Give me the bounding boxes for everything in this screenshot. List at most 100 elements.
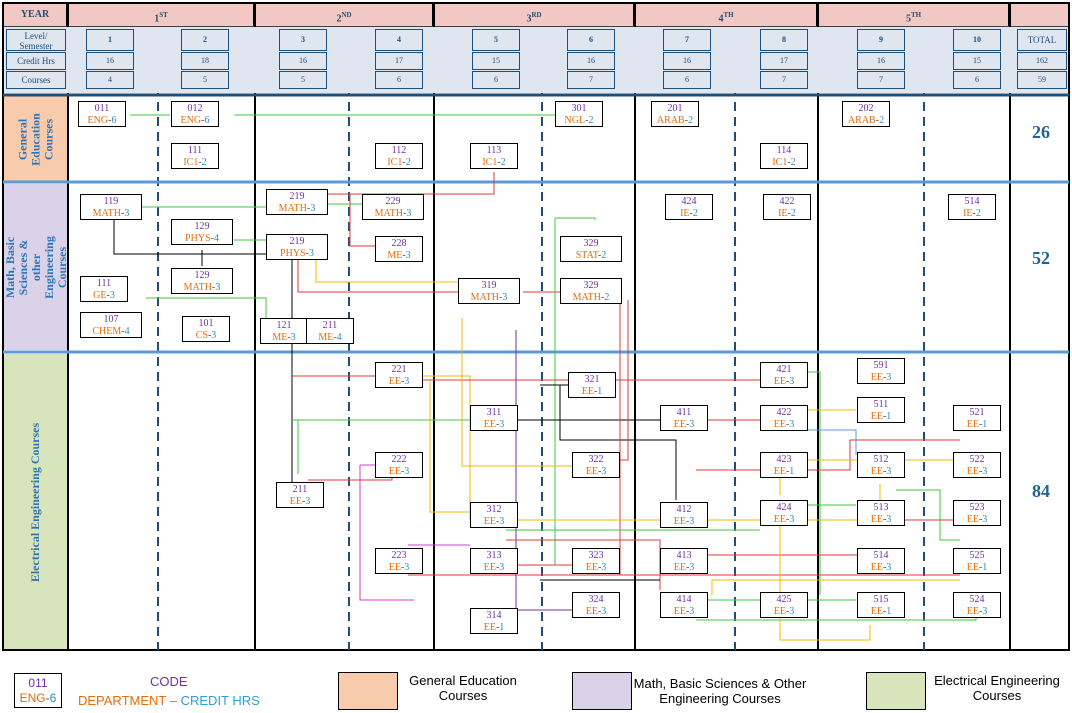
semester-8-level: 8 (760, 29, 808, 51)
course-credits: 1 (499, 622, 505, 633)
course-credits: 3 (499, 516, 505, 527)
semester-3-courses: 5 (279, 71, 327, 89)
course-credits: 6 (111, 115, 117, 126)
total-general-education: 26 (1032, 122, 1050, 142)
course-credits: 1 (597, 386, 603, 397)
course-code: 514 (964, 196, 980, 207)
course-separator: - (882, 466, 887, 477)
total-label: TOTAL (1017, 29, 1067, 51)
course-separator: - (875, 115, 880, 126)
course-separator: - (108, 115, 112, 126)
course-separator: - (785, 419, 790, 430)
course-credits: 3 (789, 376, 795, 387)
course-separator: - (495, 419, 500, 430)
legend-math-label: Math, Basic Sciences & Other Engineering… (633, 676, 807, 706)
course-code: 411 (676, 407, 692, 418)
course-code: 423 (776, 454, 792, 465)
course-code: 523 (969, 502, 985, 513)
course-code: 311 (486, 407, 502, 418)
course-department: EE (773, 606, 786, 617)
course-separator: - (978, 562, 983, 573)
semester-9-credits: 16 (857, 52, 905, 70)
course-code: 329 (583, 238, 599, 249)
course-credits: 3 (689, 562, 695, 573)
course-separator: - (207, 330, 212, 341)
course-separator: - (785, 514, 790, 525)
course-separator: - (106, 290, 110, 301)
course-separator: - (499, 292, 503, 303)
course-credits: 3 (499, 562, 505, 573)
course-code: 525 (969, 550, 985, 561)
course-department: IE (680, 208, 690, 219)
course-separator: - (402, 157, 406, 168)
course-department: IC1 (482, 157, 498, 168)
year-1-header: 1ST (69, 4, 255, 26)
semester-10-credits: 15 (953, 52, 1001, 70)
course-code: 111 (187, 145, 203, 156)
course-code: 223 (391, 550, 407, 561)
course-separator: - (685, 516, 690, 527)
course-credits: 2 (601, 250, 607, 261)
course-credits: 3 (310, 203, 316, 214)
course-department: EE (870, 411, 883, 422)
category-electrical-engineering: Electrical Engineering Courses (28, 422, 43, 582)
curriculum-grid (2, 2, 1070, 651)
course-department: EE (483, 562, 496, 573)
course-separator: - (495, 622, 500, 633)
course-department: ARAB (847, 115, 876, 126)
row-label-credits: Credit Hrs (6, 52, 66, 70)
semester-2-courses: 5 (181, 71, 229, 89)
course-department: EE (483, 516, 496, 527)
course-department: EE (673, 516, 686, 527)
course-code: 114 (776, 145, 792, 156)
course-credits: 1 (982, 562, 988, 573)
semester-1-courses: 4 (86, 71, 134, 89)
course-code: 421 (776, 364, 792, 375)
course-department: ENG (180, 115, 202, 126)
semester-4-credits: 17 (375, 52, 423, 70)
course-credits: 3 (215, 282, 221, 293)
course-code: 422 (779, 196, 795, 207)
course-credits: 3 (601, 562, 607, 573)
course-credits: 4 (213, 233, 219, 244)
course-department: IC1 (183, 157, 199, 168)
course-separator: - (978, 466, 983, 477)
course-credits: 1 (886, 411, 892, 422)
course-code: 119 (103, 196, 119, 207)
course-department: CS (195, 330, 208, 341)
total-courses: 59 (1017, 71, 1067, 89)
course-department: GE (93, 290, 107, 301)
course-credits: 2 (405, 157, 411, 168)
course-credits: 3 (982, 606, 988, 617)
legend-sample-course: 011 ENG-6 (14, 673, 62, 708)
course-credits: 2 (500, 157, 506, 168)
course-separator: - (301, 496, 306, 507)
course-credits: 4 (336, 332, 342, 343)
course-credits: 2 (879, 115, 885, 126)
course-code: 219 (289, 236, 305, 247)
course-department: EE (966, 419, 979, 430)
total-credits: 162 (1017, 52, 1067, 70)
